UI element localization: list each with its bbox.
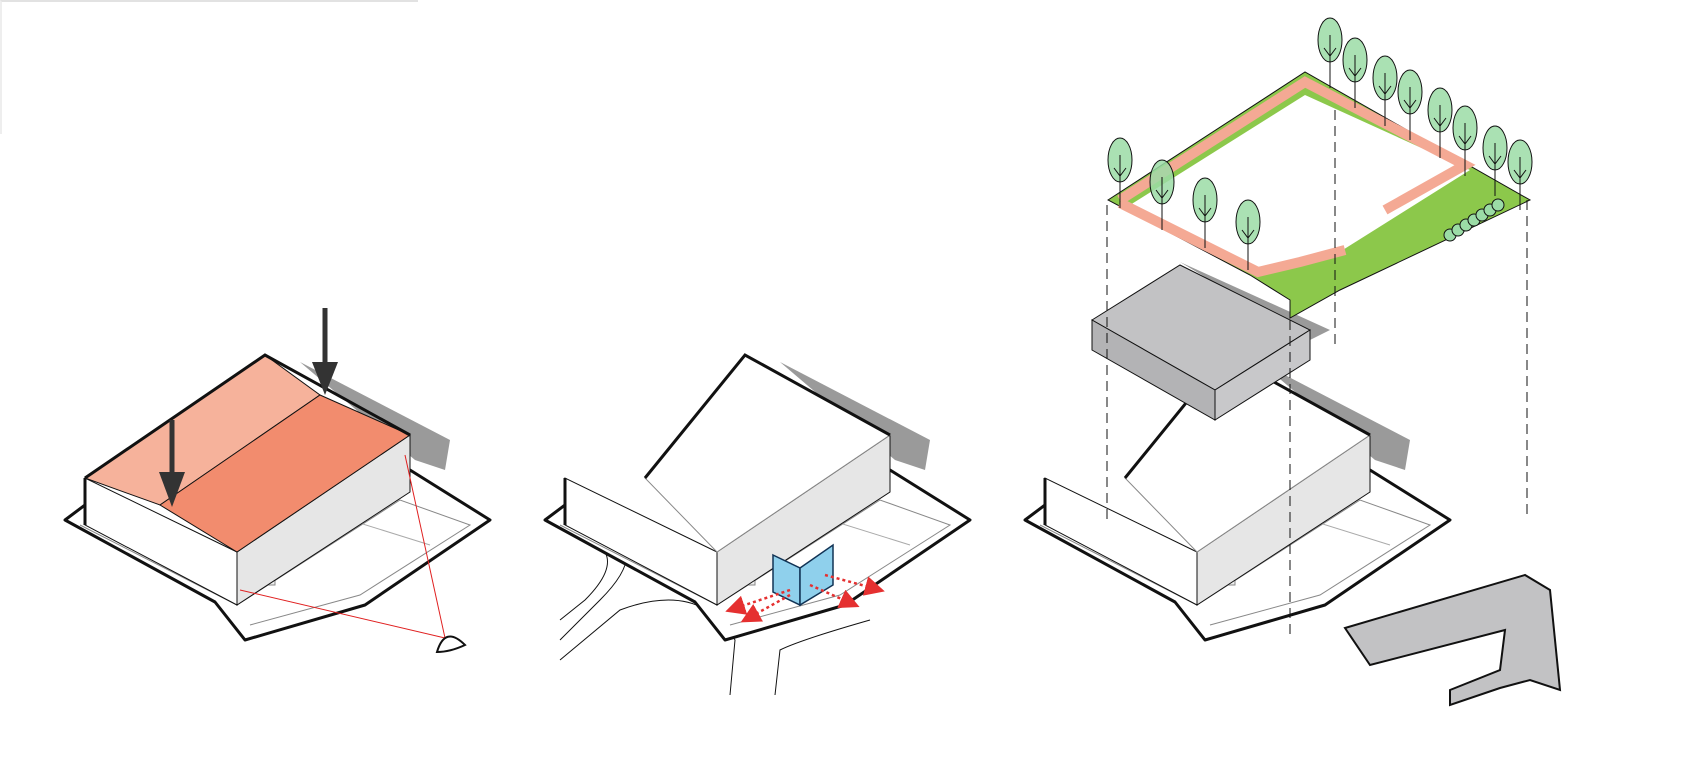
tree-icon xyxy=(1507,139,1533,210)
trees xyxy=(1107,17,1533,270)
tree-icon xyxy=(1235,199,1261,270)
tree-icon xyxy=(1149,159,1175,230)
site-interior xyxy=(1130,95,1470,272)
tree-icon xyxy=(1107,137,1133,208)
tree-icon xyxy=(1397,69,1423,140)
tree-icon xyxy=(1342,37,1368,108)
shrub-icon xyxy=(1491,198,1505,212)
down-arrow-icon xyxy=(312,308,338,395)
gray-mass-right xyxy=(1214,329,1311,421)
tree-icon xyxy=(1482,125,1508,196)
tree-icon xyxy=(1452,105,1478,176)
down-arrow-icon xyxy=(159,420,185,507)
tree-icon xyxy=(1372,55,1398,126)
eye-icon xyxy=(435,635,467,654)
panel-entry-and-circulation xyxy=(543,353,972,696)
tree-icon xyxy=(1192,177,1218,248)
gray-l-block xyxy=(1343,573,1562,707)
dashed-projection-lines xyxy=(1106,110,1528,640)
tree-icon xyxy=(1317,17,1343,88)
tree-icon xyxy=(1427,87,1453,158)
panel-roof-and-view xyxy=(63,308,492,654)
blank-frame xyxy=(0,0,418,134)
flow-arrows xyxy=(725,573,885,623)
sightline xyxy=(239,454,446,639)
panel-exploded-layers xyxy=(1023,17,1562,707)
entry-glass-right xyxy=(799,543,834,607)
